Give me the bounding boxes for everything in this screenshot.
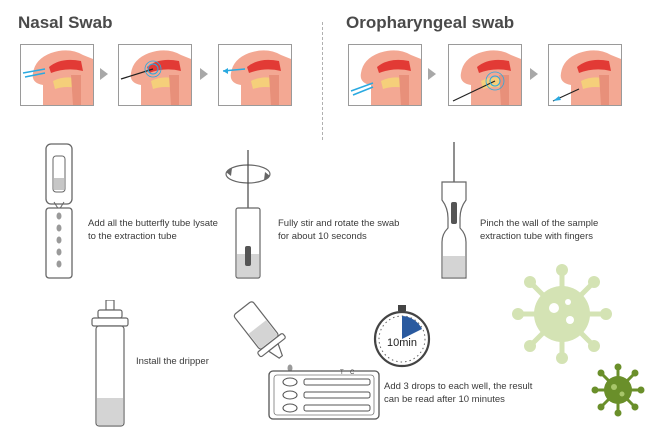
dripper-caption: Install the dripper	[136, 356, 209, 367]
virus-light-icon	[510, 262, 614, 366]
dripper-tube-illustration	[88, 300, 132, 428]
nasal-step-2-panel	[118, 44, 192, 106]
stir-swab-illustration	[222, 150, 274, 280]
nasal-swab-heading: Nasal Swab	[18, 13, 113, 32]
head-profile-illustration	[120, 50, 191, 105]
oro-step-1-panel	[348, 44, 422, 106]
butterfly-tube-illustration	[40, 140, 80, 280]
timer-label: 10min	[387, 337, 417, 349]
head-profile-illustration	[350, 50, 421, 105]
oro-step-3-panel	[548, 44, 622, 106]
arrow-icon	[200, 68, 208, 80]
section-divider	[322, 22, 323, 140]
head-profile-illustration	[22, 50, 93, 105]
virus-dark-icon	[590, 362, 646, 418]
pinch-tube-illustration	[436, 142, 472, 282]
head-profile-illustration	[552, 50, 621, 105]
cassette-label-t: T	[340, 370, 344, 376]
oro-step-2-panel	[448, 44, 522, 106]
test-cassette	[268, 370, 380, 420]
add-lysate-caption: Add all the butterfly tube lysate to the…	[88, 218, 218, 242]
arrow-icon	[100, 68, 108, 80]
add-drops-caption: Add 3 drops to each well, the result can…	[384, 381, 533, 405]
head-profile-illustration	[222, 50, 291, 105]
head-profile-illustration	[452, 50, 521, 105]
nasal-step-1-panel	[20, 44, 94, 106]
stir-caption: Fully stir and rotate the swab for about…	[278, 218, 400, 242]
dropper-illustration	[228, 300, 304, 376]
timer-icon	[370, 305, 434, 369]
oropharyngeal-swab-heading: Oropharyngeal swab	[346, 13, 515, 32]
nasal-step-3-panel	[218, 44, 292, 106]
arrow-icon	[428, 68, 436, 80]
cassette-label-c: C	[350, 370, 355, 376]
arrow-icon	[530, 68, 538, 80]
pinch-caption: Pinch the wall of the sample extraction …	[480, 218, 599, 242]
